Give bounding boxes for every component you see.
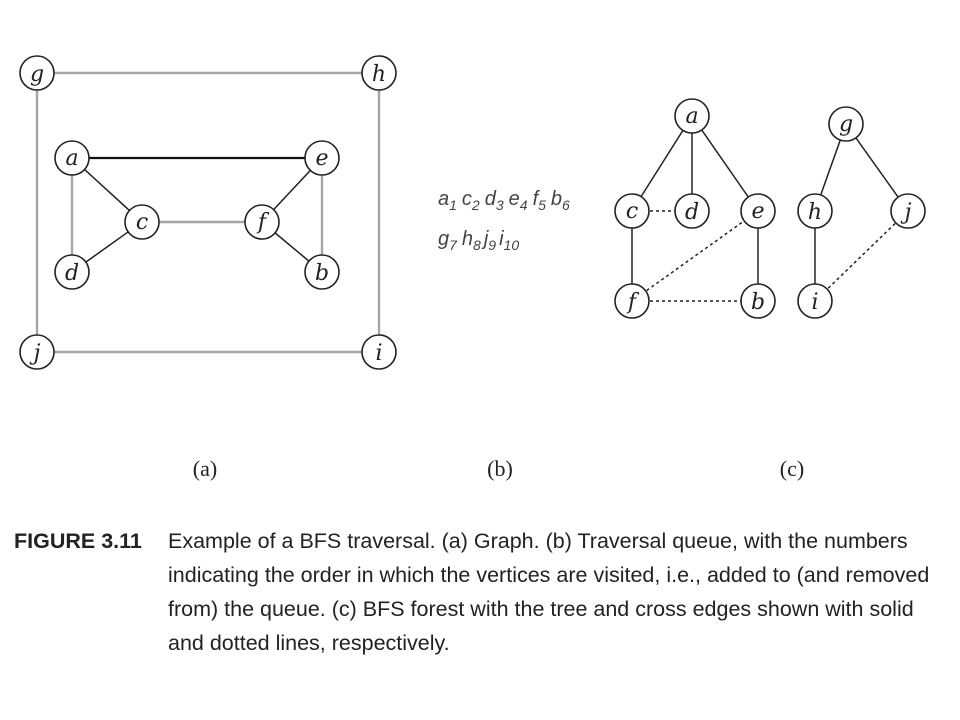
graph-node-d: d <box>54 254 90 290</box>
svg-text:d: d <box>685 200 699 225</box>
queue-vertex: e <box>509 188 520 210</box>
forest-node-h: h <box>797 193 833 229</box>
queue-vertex: h <box>462 228 473 250</box>
panel-label-c: (c) <box>780 456 804 481</box>
queue-vertex: d <box>485 188 497 210</box>
queue-order: 2 <box>471 197 480 213</box>
bfs-forest: a c d e f b g h j i <box>614 98 926 319</box>
forest-node-e: e <box>740 193 776 229</box>
cross-edge-f-e <box>631 210 759 302</box>
svg-text:a: a <box>685 104 698 129</box>
figure-caption: FIGURE 3.11 Example of a BFS traversal. … <box>14 524 944 660</box>
graph-node-h: h <box>361 55 397 91</box>
tree-edge-a-e <box>691 115 759 212</box>
queue-order: 10 <box>504 237 520 253</box>
forest-node-c: c <box>614 193 650 229</box>
queue-vertex: j <box>481 228 489 250</box>
graph-node-c: c <box>124 204 160 240</box>
svg-text:e: e <box>751 199 764 224</box>
svg-text:d: d <box>65 261 79 286</box>
queue-order: 4 <box>520 197 528 213</box>
graph-node-a: a <box>54 140 90 176</box>
caption-text: Example of a BFS traversal. (a) Graph. (… <box>168 529 930 655</box>
svg-text:h: h <box>372 62 386 87</box>
queue-order: 5 <box>538 197 546 213</box>
tree-edge-g-j <box>845 123 909 212</box>
caption-label: FIGURE 3.11 <box>14 529 142 553</box>
queue-vertex: c <box>462 188 472 210</box>
graph-panel: g h a e c f d b j i <box>19 55 397 370</box>
tree-edge-a-c <box>631 115 693 212</box>
svg-text:b: b <box>751 290 765 315</box>
panel-label-b: (b) <box>487 456 513 481</box>
svg-text:c: c <box>626 199 638 224</box>
queue-vertex: f <box>533 188 541 210</box>
queue-order: 7 <box>449 237 458 253</box>
queue-order: 6 <box>562 197 570 213</box>
queue-order: 1 <box>449 197 457 213</box>
forest-node-j: j <box>890 193 926 229</box>
graph-node-j: j <box>19 334 55 370</box>
svg-text:h: h <box>808 200 822 225</box>
queue-vertex: g <box>438 228 449 250</box>
queue-vertex: i <box>499 228 504 250</box>
svg-text:c: c <box>136 210 148 235</box>
queue-vertex: b <box>551 188 562 210</box>
svg-text:a: a <box>65 146 78 171</box>
forest-node-f: f <box>614 283 650 319</box>
graph-node-e: e <box>304 140 340 176</box>
queue-order: 9 <box>488 237 496 253</box>
svg-text:g: g <box>839 112 853 137</box>
queue-vertex: a <box>438 188 449 210</box>
queue-order: 3 <box>496 197 504 213</box>
svg-text:i: i <box>811 290 818 315</box>
graph-node-f: f <box>244 204 280 240</box>
forest-node-a: a <box>674 98 710 134</box>
queue-order: 8 <box>473 237 481 253</box>
cross-edge-j-i <box>814 210 909 302</box>
svg-text:b: b <box>315 261 329 286</box>
graph-node-b: b <box>304 254 340 290</box>
forest-node-b: b <box>740 283 776 319</box>
graph-node-g: g <box>19 55 55 91</box>
forest-node-g: g <box>828 106 864 142</box>
svg-text:e: e <box>315 146 328 171</box>
panel-label-a: (a) <box>193 456 217 481</box>
graph-node-i: i <box>361 334 397 370</box>
forest-node-d: d <box>674 193 710 229</box>
forest-node-i: i <box>797 283 833 319</box>
svg-text:i: i <box>375 341 382 366</box>
svg-text:g: g <box>30 62 44 87</box>
